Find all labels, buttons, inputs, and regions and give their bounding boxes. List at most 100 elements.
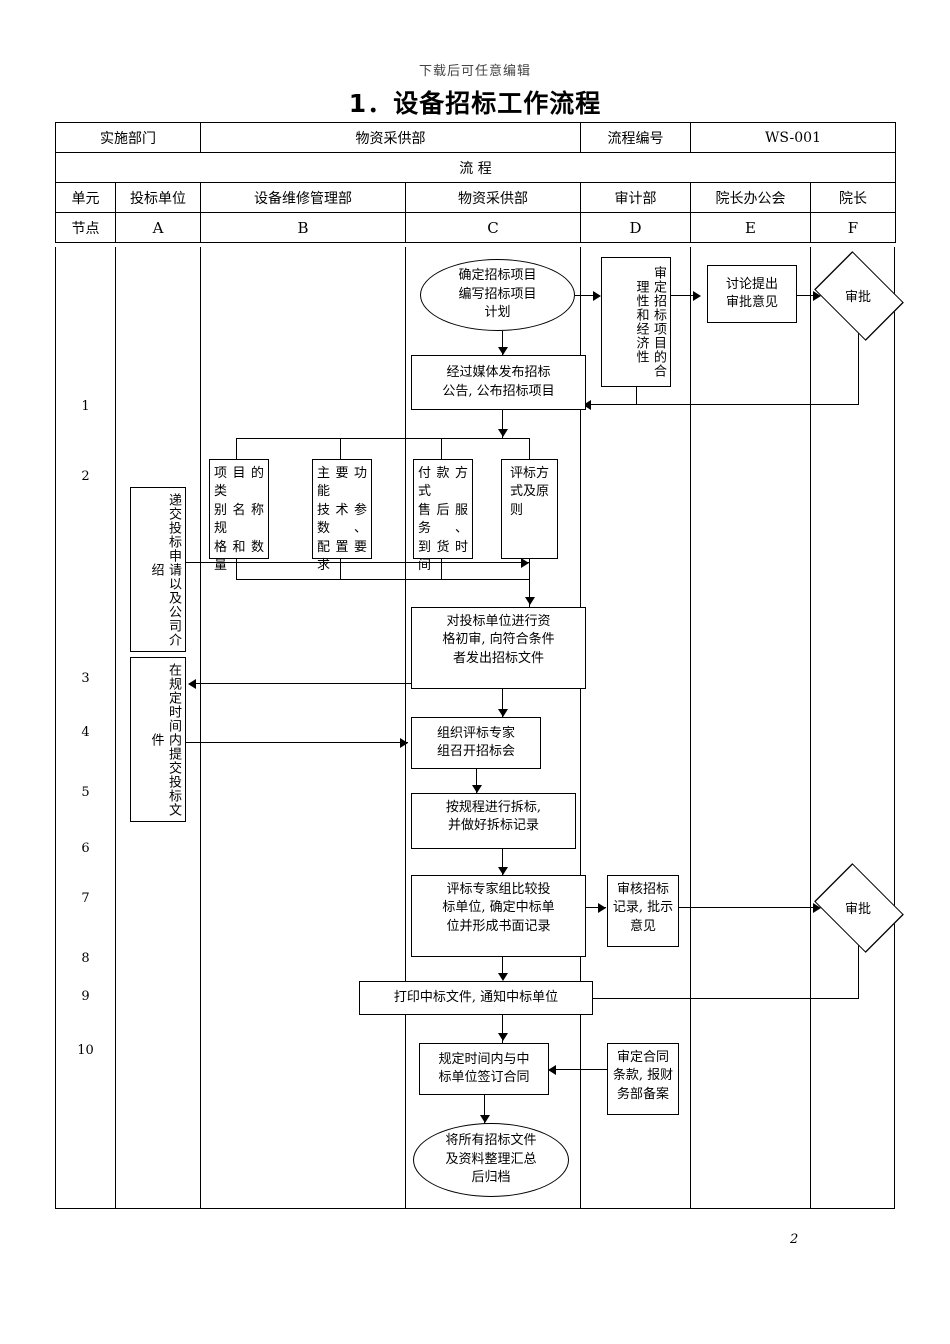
column-header-b: 设备维修管理部 — [200, 182, 406, 213]
shape-audit-review-plan: 审定招标项目的合理性和经济性 — [601, 257, 671, 387]
watermark-text: 下载后可任意编辑 — [418, 64, 531, 79]
node-number-7: 7 — [81, 891, 90, 906]
shape-publish-announcement: 经过媒体发布招标 公告, 公布招标项目 — [411, 355, 586, 410]
shape-text: 对投标单位进行资 格初审, 向符合条件 者发出招标文件 — [442, 614, 555, 666]
table-row: 实施部门 物资采供部 流程编号 WS-001 — [55, 122, 897, 153]
connector-detail-bus-top — [236, 438, 530, 439]
connector-approve1-back — [587, 404, 859, 405]
lane-separator-a — [200, 247, 201, 1209]
shape-detail-payment: 付款方式 售后服务、 到货时间 — [413, 459, 473, 573]
arrow-down-icon — [498, 347, 508, 355]
connector-approve2-back — [593, 998, 859, 999]
value-department: 物资采供部 — [200, 122, 581, 153]
lane-separator-d — [690, 247, 691, 1209]
page-title: 1．设备招标工作流程 — [348, 89, 602, 118]
connector-detail-rise-3 — [441, 559, 442, 580]
shape-prequalify-bidders: 对投标单位进行资 格初审, 向符合条件 者发出招标文件 — [411, 607, 586, 689]
arrow-down-icon — [472, 785, 482, 793]
node-number-1: 1 — [81, 399, 90, 414]
column-letter-b: B — [200, 212, 406, 243]
label-department: 实施部门 — [55, 122, 201, 153]
arrow-down-icon — [480, 1115, 490, 1123]
connector-audit-down — [636, 387, 637, 405]
value-process-no: WS-001 — [689, 122, 897, 153]
connector-prequalify-to-deliver — [196, 683, 502, 684]
shape-detail-category: 项目的类 别名称规 格和数量 — [209, 459, 269, 573]
node-number-4: 4 — [81, 725, 90, 740]
connector-detail-rise-4 — [529, 559, 530, 580]
unit-label: 单元 — [55, 182, 116, 213]
shape-approve-decision-1: 审批 — [814, 251, 904, 341]
connector-detail-drop-4 — [529, 438, 530, 459]
arrow-right-icon — [400, 738, 408, 748]
lane-separator-b — [405, 247, 406, 1209]
shape-text: 付款方式 售后服务、 到货时间 — [418, 466, 468, 574]
shape-text: 确定招标项目 编写招标项目 计划 — [458, 267, 537, 321]
arrow-left-icon — [548, 1065, 556, 1075]
shape-organize-meeting: 组织评标专家 组召开招标会 — [411, 717, 541, 769]
connector-approve1-down — [858, 325, 859, 405]
connector-publish-down — [502, 410, 503, 438]
connector-contract-to-archive — [484, 1095, 485, 1125]
lane-separator-c — [580, 247, 581, 1209]
arrow-down-icon — [498, 973, 508, 981]
table-row: 单元 投标单位 设备维修管理部 物资采供部 审计部 院长办公会 院长 — [55, 182, 897, 213]
arrow-down-icon — [498, 709, 508, 717]
column-header-c: 物资采供部 — [405, 182, 581, 213]
table-row: 节点 A B C D E F — [55, 212, 897, 243]
arrow-right-icon — [593, 291, 601, 301]
arrow-down-icon — [525, 597, 535, 605]
connector-detail-drop-2 — [340, 438, 341, 459]
node-number-6: 6 — [81, 841, 90, 856]
shape-text: 主要功能 技术参数、 配置要求 — [317, 466, 367, 574]
column-letter-f: F — [809, 212, 897, 243]
connector-print-to-contract — [502, 1015, 503, 1043]
shape-start-define-project: 确定招标项目 编写招标项目 计划 — [420, 259, 575, 331]
arrow-right-icon — [813, 903, 821, 913]
connector-audit-to-discuss — [671, 295, 699, 296]
arrow-left-icon — [188, 679, 196, 689]
connector-start-to-audit — [575, 295, 597, 296]
shape-text: 项目的类 别名称规 格和数量 — [214, 466, 264, 574]
shape-text: 审核招标 记录, 批示 意见 — [612, 882, 674, 934]
shape-open-bids: 按规程进行拆标, 并做好拆标记录 — [411, 793, 576, 849]
connector-submit-to-prequalify — [186, 562, 529, 563]
connector-merge-to-prequalify — [529, 579, 530, 607]
column-letter-c: C — [405, 212, 581, 243]
shape-sign-contract: 规定时间内与中 标单位签订合同 — [419, 1043, 549, 1095]
node-number-2: 2 — [81, 469, 90, 484]
shape-print-award-notice: 打印中标文件, 通知中标单位 — [359, 981, 593, 1015]
arrow-down-icon — [498, 1033, 508, 1041]
connector-detail-bus-bottom — [236, 579, 530, 580]
shape-archive-documents: 将所有招标文件 及资料整理汇总 后归档 — [413, 1123, 569, 1197]
shape-text: 组织评标专家 组召开招标会 — [436, 725, 515, 759]
column-header-d: 审计部 — [580, 182, 691, 213]
shape-evaluate-bids: 评标专家组比较投 标单位, 确定中标单 位并形成书面记录 — [411, 875, 586, 957]
label-process-no: 流程编号 — [580, 122, 691, 153]
connector-deliver-to-meeting — [186, 742, 408, 743]
shape-submit-bid-application: 递交投标申请以及公司介绍 — [130, 487, 186, 652]
column-letter-d: D — [580, 212, 691, 243]
column-letter-a: A — [115, 212, 201, 243]
shape-text: 审定合同 条款, 报财 务部备案 — [612, 1050, 674, 1102]
column-header-a: 投标单位 — [115, 182, 201, 213]
shape-text: 评标专家组比较投 标单位, 确定中标单 位并形成书面记录 — [442, 882, 555, 934]
shape-text: 按规程进行拆标, 并做好拆标记录 — [445, 800, 542, 834]
node-number-3: 3 — [81, 671, 90, 686]
shape-text: 递交投标申请以及公司介绍 — [148, 492, 181, 647]
shape-discuss-opinion: 讨论提出 审批意见 — [707, 265, 797, 323]
connector-evaluate-to-audit — [586, 907, 606, 908]
node-label: 节点 — [55, 212, 116, 243]
connector-contract-audit-to-sign — [556, 1069, 607, 1070]
flowchart-canvas: 1 2 3 4 5 6 7 8 9 10 确定招标项目 编写招标项目 计划 经过… — [55, 247, 904, 1209]
arrow-right-icon — [813, 291, 821, 301]
shape-text: 审批 — [844, 901, 871, 917]
info-table: 实施部门 物资采供部 流程编号 WS-001 流 程 单元 投标单位 设备维修管… — [54, 122, 897, 243]
shape-text: 审定招标项目的合理性和经济性 — [633, 266, 666, 378]
node-number-9: 9 — [81, 989, 90, 1004]
shape-text: 打印中标文件, 通知中标单位 — [393, 989, 559, 1005]
connector-detail-drop-3 — [441, 438, 442, 459]
arrow-right-icon — [521, 558, 529, 568]
arrow-right-icon — [598, 903, 606, 913]
shape-text: 经过媒体发布招标 公告, 公布招标项目 — [442, 365, 555, 399]
